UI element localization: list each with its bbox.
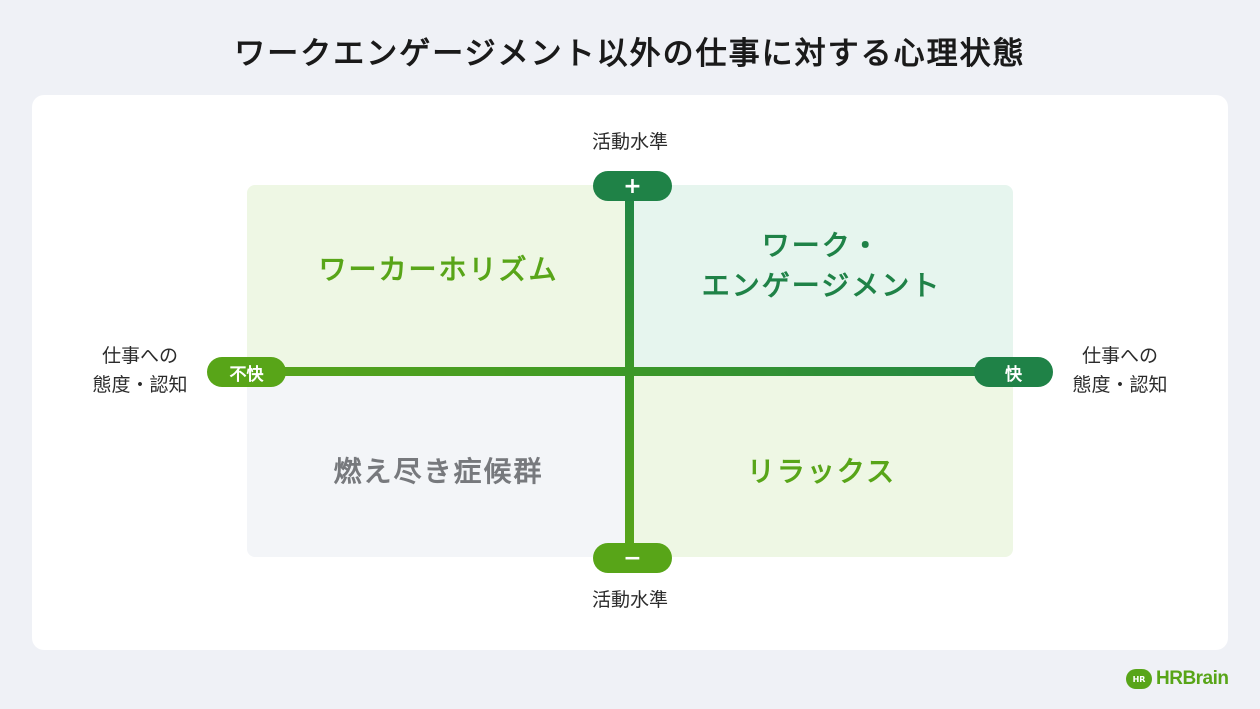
axis-marker-unpleasant: 不快 [207,357,286,387]
quadrant-burnout: 燃え尽き症候群 [247,371,630,557]
quadrant-burnout-label: 燃え尽き症候群 [333,455,544,488]
axis-label-attitude-right: 仕事への 態度・認知 [1050,342,1190,400]
quadrant-work-engagement: ワーク・ エンゲージメント [630,185,1013,371]
quadrant-workaholism: ワーカーホリズム [247,185,630,371]
axis-label-activity-top: 活動水準 [591,131,668,153]
logo-mark-icon: HR [1126,669,1152,689]
hrbrain-logo: HR HRBrain [1126,668,1229,690]
axis-marker-plus: + [593,171,672,201]
quadrant-workaholism-label: ワーカーホリズム [318,253,559,286]
vertical-axis [625,185,634,557]
axis-label-activity-bottom: 活動水準 [591,589,668,611]
quadrant-work-engagement-line2: エンゲージメント [701,269,942,302]
axis-label-attitude-right-line1: 仕事への [1081,345,1158,367]
quadrant-relax-label: リラックス [746,455,897,488]
axis-marker-minus: − [593,543,672,573]
axis-label-attitude-left: 仕事への 態度・認知 [70,342,210,400]
axis-marker-pleasant: 快 [974,357,1053,387]
axis-label-attitude-right-line2: 態度・認知 [1072,374,1168,396]
page-title: ワークエンゲージメント以外の仕事に対する心理状態 [234,36,1026,72]
axis-label-attitude-left-line1: 仕事への [101,345,178,367]
logo-text: HRBrain [1156,668,1229,689]
axis-label-attitude-left-line2: 態度・認知 [92,374,188,396]
quadrant-work-engagement-line1: ワーク・ [761,229,882,262]
quadrant-relax: リラックス [630,371,1013,557]
quadrant-work-engagement-label: ワーク・ エンゲージメント [701,229,942,312]
